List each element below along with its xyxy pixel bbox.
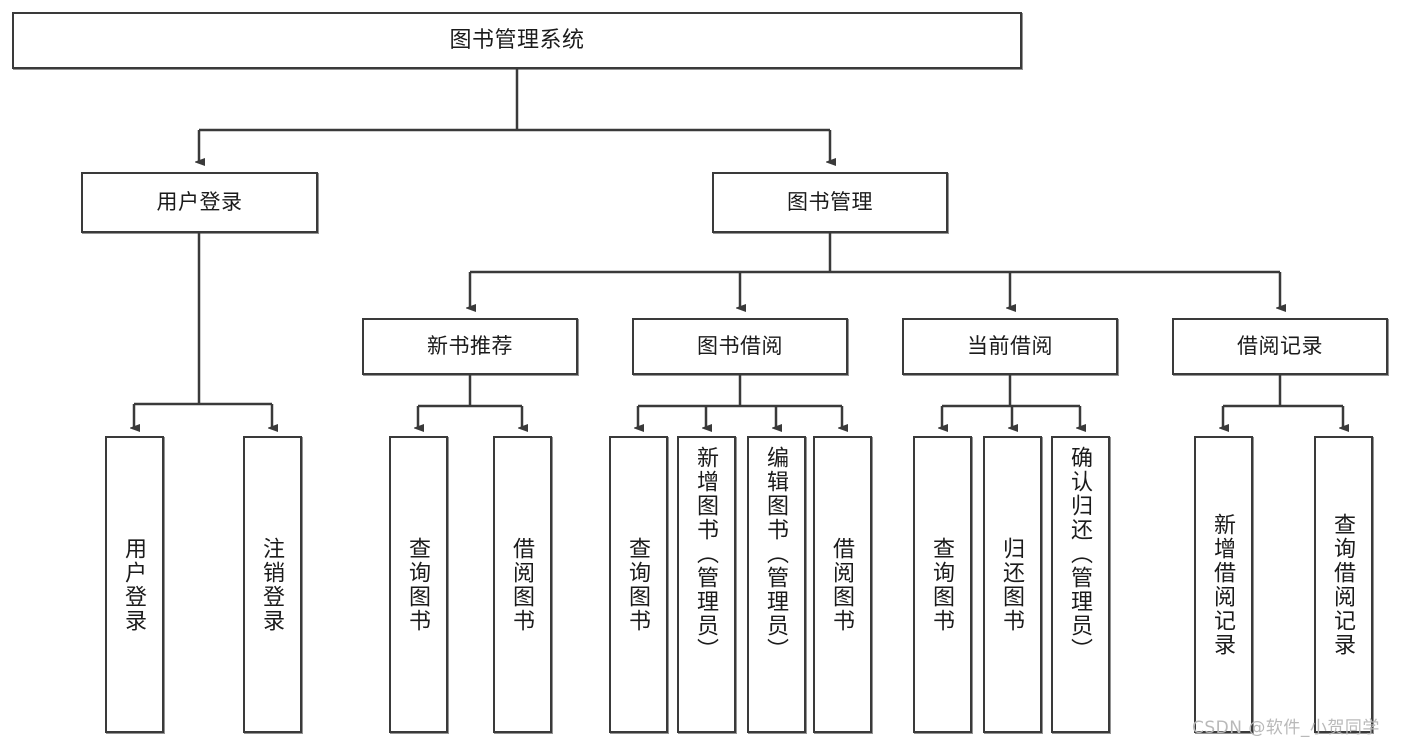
leaf-logout-login[interactable]: 注销登录 xyxy=(243,436,302,733)
node-new-book-recommend[interactable]: 新书推荐 xyxy=(362,318,578,375)
leaf-borrow-book[interactable]: 借阅图书 xyxy=(813,436,872,733)
leaf-label: 编辑图书（管理员） xyxy=(764,446,790,662)
leaf-label: 归还图书 xyxy=(1000,536,1026,633)
leaf-label: 借阅图书 xyxy=(830,536,856,633)
leaf-borrow-book-recommend[interactable]: 借阅图书 xyxy=(493,436,552,733)
leaf-user-login[interactable]: 用户登录 xyxy=(105,436,164,733)
leaf-query-borrow-record[interactable]: 查询借阅记录 xyxy=(1314,436,1373,733)
leaf-label: 查询图书 xyxy=(626,536,652,633)
node-borrow-record[interactable]: 借阅记录 xyxy=(1172,318,1388,375)
leaf-edit-book-admin[interactable]: 编辑图书（管理员） xyxy=(747,436,806,733)
leaf-confirm-return-admin[interactable]: 确认归还（管理员） xyxy=(1051,436,1110,733)
leaf-label: 新增借阅记录 xyxy=(1211,512,1237,657)
leaf-add-book-admin[interactable]: 新增图书（管理员） xyxy=(677,436,736,733)
leaf-label: 新增图书（管理员） xyxy=(694,446,720,662)
leaf-add-borrow-record[interactable]: 新增借阅记录 xyxy=(1194,436,1253,733)
leaf-label: 查询图书 xyxy=(930,536,956,633)
leaf-label: 用户登录 xyxy=(122,536,148,633)
watermark-text: CSDN @软件_小贺同学 xyxy=(1192,718,1380,738)
node-book-borrow[interactable]: 图书借阅 xyxy=(632,318,848,375)
leaf-query-book-current[interactable]: 查询图书 xyxy=(913,436,972,733)
node-user-login[interactable]: 用户登录 xyxy=(81,172,318,233)
node-root-system[interactable]: 图书管理系统 xyxy=(12,12,1022,69)
leaf-label: 查询借阅记录 xyxy=(1331,512,1357,657)
leaf-query-book-recommend[interactable]: 查询图书 xyxy=(389,436,448,733)
node-book-management[interactable]: 图书管理 xyxy=(712,172,948,233)
leaf-label: 借阅图书 xyxy=(510,536,536,633)
leaf-query-book-borrow[interactable]: 查询图书 xyxy=(609,436,668,733)
leaf-label: 注销登录 xyxy=(260,536,286,633)
leaf-label: 查询图书 xyxy=(406,536,432,633)
leaf-label: 确认归还（管理员） xyxy=(1068,446,1094,662)
node-current-borrow[interactable]: 当前借阅 xyxy=(902,318,1118,375)
leaf-return-book[interactable]: 归还图书 xyxy=(983,436,1042,733)
